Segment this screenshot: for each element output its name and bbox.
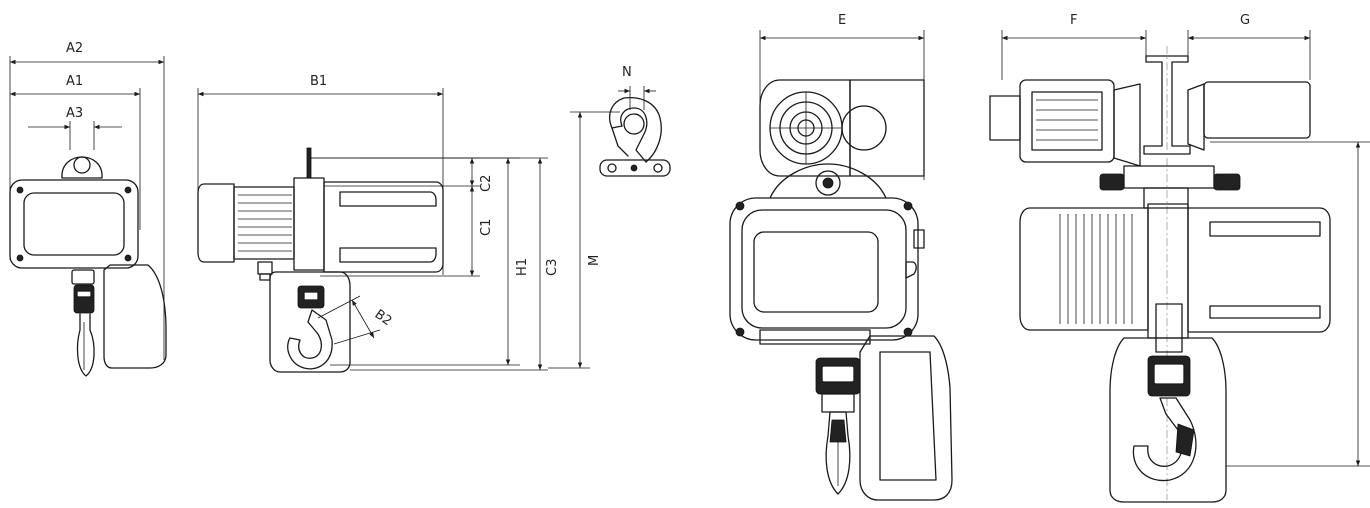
dimension-a3: A3 (28, 106, 122, 150)
dimension-b1: B1 (197, 74, 444, 275)
label-h1: H1 (515, 258, 530, 276)
label-a3: A3 (66, 106, 83, 121)
front-view-trolley: E (729, 13, 953, 501)
dimension-a1: A1 (10, 74, 141, 230)
dimension-m: M (548, 111, 620, 369)
front-view-small: A2 A1 A3 (9, 41, 167, 377)
dimension-f: F (1001, 13, 1147, 80)
label-c1: C1 (479, 219, 494, 236)
dimension-e: E (759, 13, 925, 180)
side-view: B1 C2 C1 (197, 74, 560, 373)
dimension-c3: C3 (350, 157, 560, 371)
dimension-right-vertical (1226, 142, 1370, 467)
label-m: M (587, 255, 602, 266)
label-a2: A2 (66, 41, 83, 56)
label-e: E (838, 13, 846, 28)
label-b1: B1 (310, 74, 327, 89)
hook-detail: N M (548, 65, 671, 369)
dimension-g: G (1187, 13, 1311, 80)
dimension-b2: B2 (317, 295, 395, 345)
label-b2: B2 (372, 307, 395, 329)
dimension-c2: C2 (310, 157, 494, 192)
label-c3: C3 (545, 259, 560, 276)
label-c2: C2 (479, 175, 494, 192)
side-view-trolley: F G (989, 13, 1370, 503)
label-f: F (1070, 13, 1077, 28)
label-n: N (622, 65, 632, 80)
label-a1: A1 (66, 74, 83, 89)
label-g: G (1240, 13, 1250, 28)
